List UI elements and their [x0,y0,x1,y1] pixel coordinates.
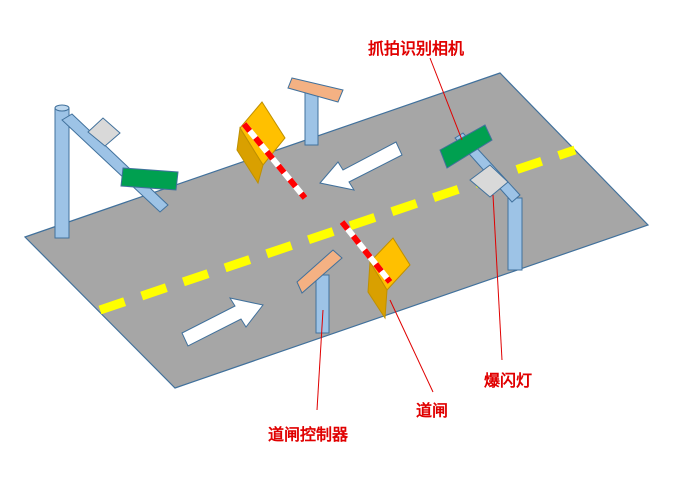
label-camera: 抓拍识别相机 [368,39,465,58]
bottom-controller [296,249,343,334]
left-camera [120,167,179,191]
arrow-right [181,297,264,347]
arrow-left [319,141,403,191]
label-controller: 道闸控制器 [268,425,349,444]
right-camera-pole [439,124,523,271]
left-flash-lamp [87,117,121,147]
label-barrier: 道闸 [416,401,449,420]
road [23,72,650,389]
right-flash-lamp [469,164,509,198]
right-camera [439,124,493,169]
bottom-barrier [339,220,411,320]
left-camera-pole [54,104,179,239]
callout-lines [316,57,503,411]
top-barrier [236,101,308,200]
label-flash: 爆闪灯 [484,371,533,390]
top-controller [287,77,344,146]
